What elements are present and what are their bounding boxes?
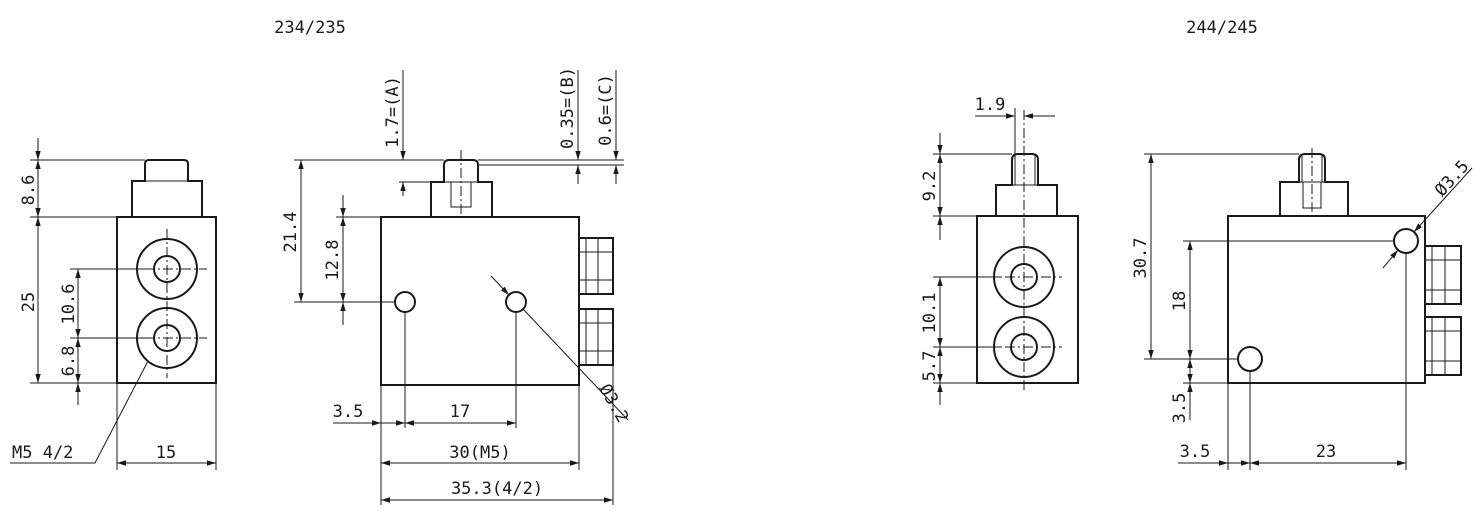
- dim-phi-3-2: Ø3.2: [594, 381, 632, 426]
- dim-0-35-b: 0.35=(B): [558, 67, 578, 149]
- dim-8-6: 8.6: [19, 175, 39, 206]
- mount-hole-3: [1393, 228, 1419, 254]
- dim-10-6: 10.6: [59, 284, 79, 325]
- dim-5-7: 5.7: [920, 351, 940, 382]
- dim-30-7: 30.7: [1131, 238, 1151, 279]
- dim-18: 18: [1170, 291, 1190, 311]
- thread-leader: [10, 360, 149, 464]
- dim-6-8: 6.8: [59, 346, 79, 377]
- mount-hole-4: [1237, 346, 1263, 372]
- dim-1-9: 1.9: [975, 95, 1006, 115]
- fitting-upper: [578, 237, 614, 295]
- thread-label: M5 4/2: [12, 443, 73, 463]
- view-244-front: 30.7 18 3.5 3.5 23 Ø3.5: [1131, 148, 1473, 470]
- view-234-side: 8.6 25 10.6 6.8 M5 4/2 15: [10, 138, 217, 470]
- dim-3-5-h: 3.5: [1180, 442, 1211, 462]
- fitting-upper-2: [1424, 245, 1462, 305]
- plunger-side-2: [995, 153, 1058, 216]
- plunger-side: [131, 159, 203, 217]
- dim-10-1: 10.1: [920, 293, 940, 334]
- dim-23: 23: [1316, 442, 1336, 462]
- dim-9-2: 9.2: [920, 171, 940, 202]
- view-244-side: 1.9 9.2 10.1 5.7: [920, 95, 1079, 405]
- mount-hole-1: [394, 291, 416, 313]
- view-234-front: 21.4 12.8 1.7=(A) 0.35=(B) 0.6=(C) 3.5 1…: [281, 67, 632, 505]
- dim-phi-3-5: Ø3.5: [1431, 157, 1473, 201]
- dim-3-5-a: 3.5: [333, 402, 364, 422]
- dim-35-3: 35.3(4/2): [451, 479, 543, 499]
- dim-25: 25: [19, 292, 39, 312]
- valve-body-side: [116, 216, 217, 384]
- dim-30-m5: 30(M5): [449, 443, 510, 463]
- fitting-lower-2: [1424, 316, 1462, 376]
- dim-15: 15: [156, 443, 176, 463]
- dim-17: 17: [450, 402, 470, 422]
- dim-3-5-v: 3.5: [1170, 393, 1190, 424]
- plunger-front-2: [1279, 153, 1349, 216]
- dim-21-4: 21.4: [281, 212, 301, 253]
- dim-0-6-c: 0.6=(C): [596, 74, 616, 146]
- title-right: 244/245: [1186, 18, 1258, 38]
- dim-12-8: 12.8: [323, 240, 343, 281]
- valve-body-front: [380, 216, 580, 386]
- fitting-lower: [578, 308, 614, 366]
- title-left: 234/235: [274, 18, 346, 38]
- dim-1-7-a: 1.7=(A): [383, 76, 403, 148]
- valve-body-side-2: [976, 215, 1079, 384]
